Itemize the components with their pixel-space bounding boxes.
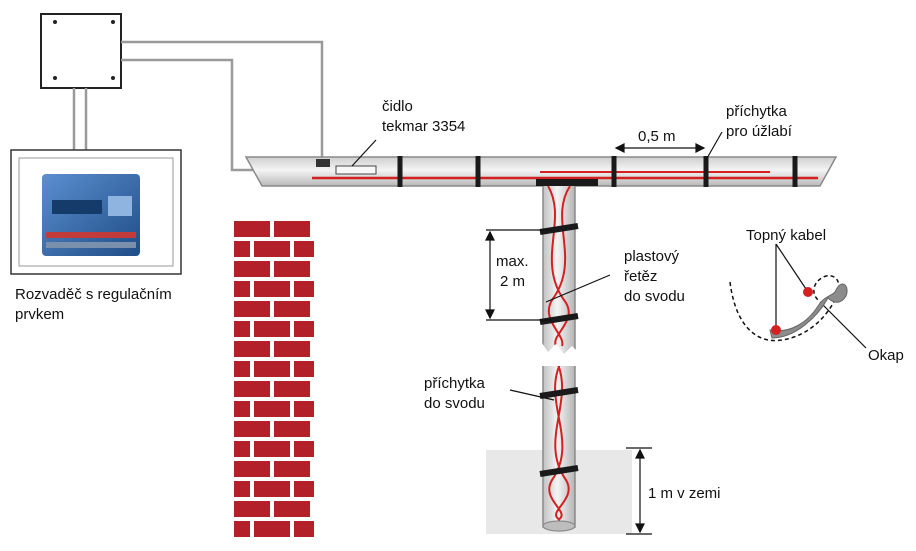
drip-edge-profile [769,283,848,339]
brick [254,521,290,537]
brick [294,321,314,337]
spacing-label: 0,5 m [638,128,676,145]
downpipe-clip-label: příchytka [424,375,485,392]
gutter-clip-label: příchytka [726,103,787,120]
brick [254,401,290,417]
brick [234,521,250,537]
brick [294,241,314,257]
controller-label: Rozvaděč s regulačním [15,286,172,303]
sensor-label: čidlo [382,98,413,115]
ground-label: 1 m v zemi [648,485,721,502]
brick [234,361,250,377]
brick [234,381,270,397]
max-length-dimension [485,229,552,321]
brick [234,301,270,317]
brick [294,361,314,377]
brick [274,421,310,437]
brick [234,341,270,357]
brick [254,241,290,257]
brick [234,321,250,337]
max-length-label: max. [496,253,529,270]
brick [254,281,290,297]
heating-cable-label: Topný kabel [746,227,827,244]
pipe-break [540,340,580,366]
max-length-label-line2: 2 m [500,273,526,290]
controller-cabinet [10,149,182,275]
brick [274,501,310,517]
brick [234,281,250,297]
gutter-clips [397,156,798,187]
gutter-clip-label-line2: pro úžlabí [726,123,792,140]
brick [294,281,314,297]
brick [234,441,250,457]
downpipe-clips [539,223,579,477]
brick [254,321,290,337]
heating-cable-dot [803,287,813,297]
chain-label-line3: do svodu [624,288,685,305]
brick [254,441,290,457]
brick [234,421,270,437]
brick [234,481,250,497]
brick [274,221,310,237]
brick [274,261,310,277]
brick [274,381,310,397]
brick [274,461,310,477]
brick [234,221,270,237]
brick [234,241,250,257]
drip-edge-label: Okap [868,347,904,364]
brick [234,501,270,517]
downpipe-clip-label-line2: do svodu [424,395,485,412]
brick [254,361,290,377]
brick [234,261,270,277]
leader-lines [509,131,867,401]
junction-box [40,13,122,89]
controller-display [52,200,102,214]
brick-wall [232,219,316,540]
brick [254,481,290,497]
drip-edge-section [729,275,848,342]
ground-dimension [626,447,652,535]
sensor [316,139,377,175]
spacing-dimension [614,143,706,153]
brick [294,481,314,497]
chain-label-line2: řetěz [624,268,658,285]
brick [294,441,314,457]
brick [274,301,310,317]
gutter [244,156,838,187]
downpipe-outlet [536,179,598,186]
brick [274,341,310,357]
brick [234,461,270,477]
brick [234,401,250,417]
brick [294,521,314,537]
brick [294,401,314,417]
chain-label: plastový [624,248,680,265]
controller-label-line2: prvkem [15,306,65,323]
heating-cable-dot [771,325,781,335]
sensor-label-line2: tekmar 3354 [382,118,466,135]
